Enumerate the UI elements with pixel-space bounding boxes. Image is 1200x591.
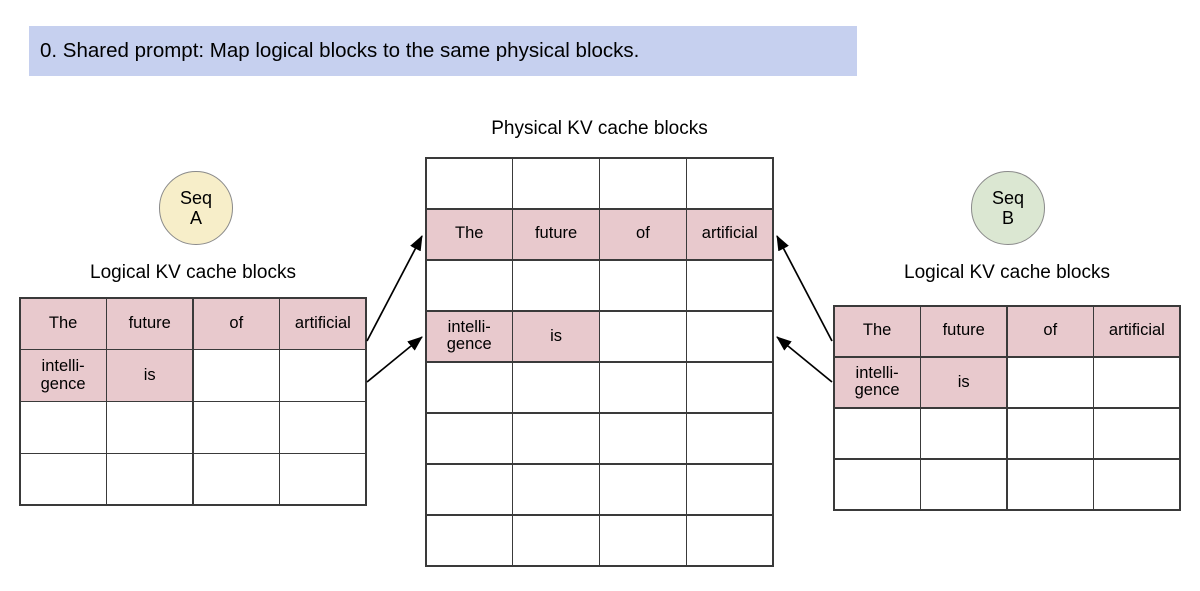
kv-block-r6-c4 [687,413,773,464]
kv-block-r4-c3 [1007,459,1093,510]
logical-blocks-heading-left: Logical KV cache blocks [90,262,296,283]
kv-block-r7-c3 [600,464,686,515]
kv-block-r7-c2 [513,464,599,515]
kv-block-r2-c3 [1007,357,1093,408]
kv-block-r1-c2 [513,158,599,209]
kv-block-r3-c1 [426,260,512,311]
kv-block-r2-c3 [193,350,279,401]
kv-block-r4-c4 [280,454,366,505]
kv-block-r2-c2: future [513,209,599,260]
kv-block-r3-c3 [600,260,686,311]
kv-block-r2-c2: is [107,350,193,401]
kv-block-r3-c2 [921,408,1007,459]
kv-block-r3-c4 [280,402,366,453]
kv-block-r5-c3 [600,362,686,413]
seq-b-label-line2: B [1001,208,1014,228]
kv-block-r1-c4 [687,158,773,209]
kv-block-r8-c2 [513,515,599,566]
kv-block-r4-c3 [193,454,279,505]
kv-block-r2-c3: of [600,209,686,260]
kv-block-r1-c4: artificial [1094,306,1180,357]
kv-block-r6-c3 [600,413,686,464]
seq-a-label-line1: Seq [179,187,213,208]
seq-b-badge: Seq B [971,171,1045,245]
kv-block-r1-c1: The [834,306,920,357]
kv-block-r4-c2 [107,454,193,505]
kv-block-r5-c2 [513,362,599,413]
seq-a-label-line2: A [189,208,202,228]
kv-block-r3-c4 [687,260,773,311]
kv-block-r3-c1 [834,408,920,459]
kv-block-r3-c2 [513,260,599,311]
physical-blocks-heading: Physical KV cache blocks [491,118,708,139]
kv-block-r2-c1: intelli-gence [834,357,920,408]
kv-block-r1-c3: of [1007,306,1093,357]
kv-block-r4-c3 [600,311,686,362]
kv-block-r1-c1 [426,158,512,209]
arrow-right-row2-to-physical-row4 [776,336,833,383]
kv-block-r4-c4 [687,311,773,362]
kv-block-r4-c1 [20,454,106,505]
kv-block-r2-c2: is [921,357,1007,408]
kv-block-r3-c3 [193,402,279,453]
kv-block-r1-c3: of [193,298,279,349]
kv-block-r3-c2 [107,402,193,453]
kv-block-r1-c1: The [20,298,106,349]
seq-b-label-line1: Seq [991,187,1025,208]
kv-block-r3-c4 [1094,408,1180,459]
kv-block-r6-c2 [513,413,599,464]
kv-block-r3-c3 [1007,408,1093,459]
kv-block-r8-c1 [426,515,512,566]
kv-block-r4-c2 [921,459,1007,510]
kv-block-r1-c2: future [107,298,193,349]
kv-block-r5-c4 [687,362,773,413]
kv-block-r1-c2: future [921,306,1007,357]
arrow-left-row1-to-physical-row2 [366,235,423,342]
kv-block-r4-c1: intelli-gence [426,311,512,362]
kv-block-r1-c4: artificial [280,298,366,349]
kv-block-r7-c1 [426,464,512,515]
kv-block-r7-c4 [687,464,773,515]
kv-block-r4-c4 [1094,459,1180,510]
arrow-left-row2-to-physical-row4 [366,336,423,383]
kv-block-r8-c3 [600,515,686,566]
prompt-banner-text: 0. Shared prompt: Map logical blocks to … [40,38,640,62]
kv-block-r2-c1: The [426,209,512,260]
kv-block-r3-c1 [20,402,106,453]
kv-block-r2-c4: artificial [687,209,773,260]
kv-block-r8-c4 [687,515,773,566]
prompt-banner: 0. Shared prompt: Map logical blocks to … [29,26,857,76]
kv-block-r2-c1: intelli-gence [20,350,106,401]
arrow-right-row1-to-physical-row2 [776,235,833,342]
kv-block-r6-c1 [426,413,512,464]
kv-block-r4-c2: is [513,311,599,362]
kv-block-r1-c3 [600,158,686,209]
seq-a-badge: Seq A [159,171,233,245]
kv-block-r5-c1 [426,362,512,413]
kv-block-r4-c1 [834,459,920,510]
kv-block-r2-c4 [280,350,366,401]
kv-block-r2-c4 [1094,357,1180,408]
logical-blocks-heading-right: Logical KV cache blocks [904,262,1110,283]
